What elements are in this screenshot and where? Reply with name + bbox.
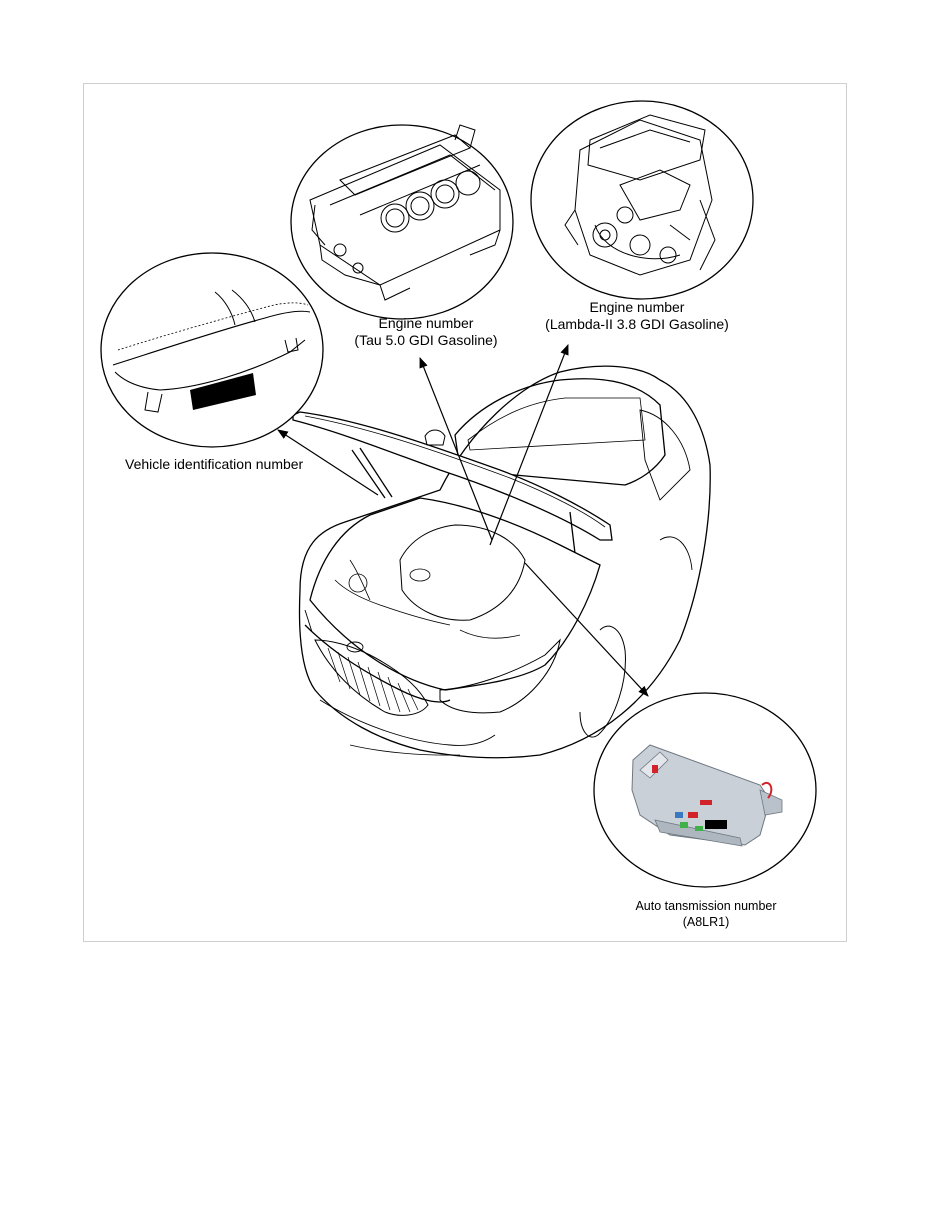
vin-label-text: Vehicle identification number [125,456,304,472]
transmission-label: Auto tansmission number (A8LR1) [616,898,796,930]
lambda-engine-label: Engine number (Lambda-II 3.8 GDI Gasolin… [532,299,742,333]
transmission-circle [593,692,817,888]
tau-engine-label: Engine number (Tau 5.0 GDI Gasoline) [336,315,516,349]
vin-detail-circle [100,252,324,448]
lambda-engine-label-line1: Engine number [589,299,685,315]
tau-engine-label-line1: Engine number [378,315,474,331]
lambda-engine-label-line2: (Lambda-II 3.8 GDI Gasoline) [545,316,729,332]
vin-plate-redacted [190,373,256,410]
leader-arrows [277,343,649,697]
tau-engine-circle [290,124,514,320]
car-illustration [292,365,711,759]
transmission-plate-redacted [705,820,727,829]
transmission-label-line1: Auto tansmission number [635,899,777,913]
tau-engine-label-line2: (Tau 5.0 GDI Gasoline) [354,332,498,348]
transmission-label-line2: (A8LR1) [682,915,730,929]
lambda-engine-circle [530,100,754,300]
vin-label: Vehicle identification number [125,456,303,473]
